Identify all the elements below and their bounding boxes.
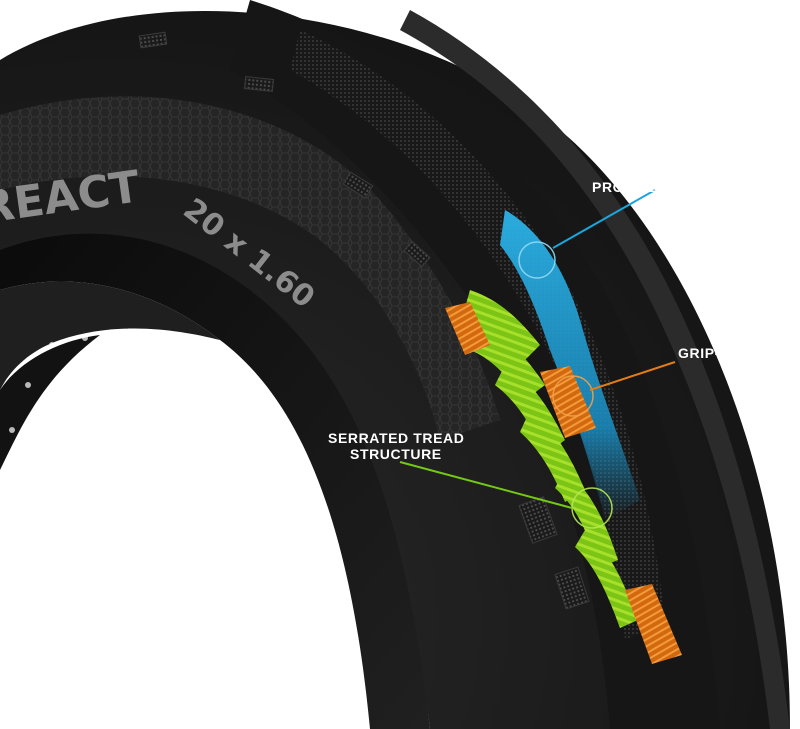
grip-pods-marker bbox=[552, 375, 594, 417]
ultra-low-marker bbox=[518, 241, 556, 279]
ultra-low-label-line2: PROFILE TREAD bbox=[592, 179, 713, 195]
ultra-low-tread-highlight bbox=[500, 210, 640, 520]
rim-lower bbox=[0, 335, 100, 470]
ultra-low-label-line1: ULTRA-LOW bbox=[616, 163, 705, 179]
serrated-leader bbox=[399, 461, 573, 509]
serrated-label-line2: STRUCTURE bbox=[350, 446, 442, 462]
spoke-holes bbox=[9, 335, 88, 433]
grip-pods-highlight bbox=[445, 302, 682, 664]
ultra-low-leader bbox=[552, 189, 656, 249]
rim-wall bbox=[0, 281, 220, 390]
serrated-tread-highlight bbox=[462, 290, 638, 628]
grip-pods-leader bbox=[589, 361, 676, 391]
tread-grid bbox=[290, 30, 665, 640]
grip-pods-label: GRIP-PODS bbox=[678, 345, 762, 361]
sidewall-texture bbox=[0, 96, 500, 441]
serrated-label-line1: SERRATED TREAD bbox=[328, 430, 464, 446]
rim-inner bbox=[0, 281, 370, 729]
tread-pods bbox=[138, 31, 590, 610]
